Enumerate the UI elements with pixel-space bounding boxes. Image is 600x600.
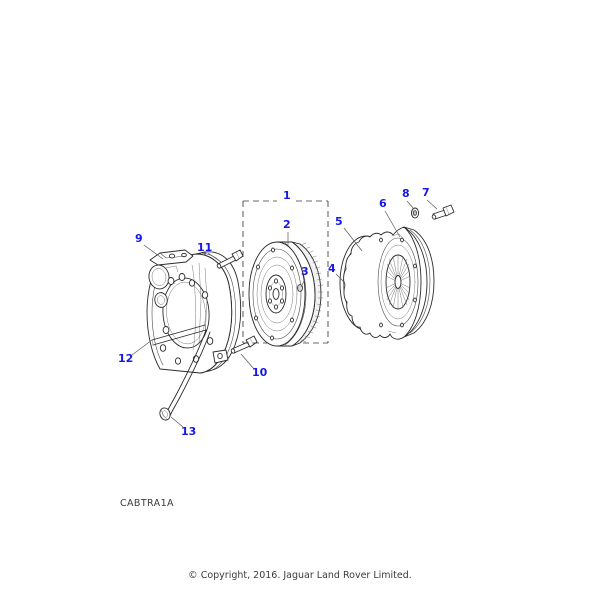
clutch-pressure-plate-cover-part [343,226,435,340]
callout-label-10[interactable]: 10 [252,366,268,379]
engine-back-plate-part [146,249,242,374]
leader-3 [300,278,306,288]
callout-label-13[interactable]: 13 [181,425,197,438]
sealing-grommet-part [159,329,211,421]
copyright-notice: © Copyright, 2016. Jaguar Land Rover Lim… [188,570,412,581]
leader-13 [170,416,184,428]
callout-label-12[interactable]: 12 [118,352,134,365]
leader-5 [343,227,363,252]
back-plate-bolt-lower-part [230,335,258,354]
callout-label-11[interactable]: 11 [197,241,213,254]
callout-label-3[interactable]: 3 [301,265,309,278]
callout-label-6[interactable]: 6 [379,197,387,210]
callout-label-7[interactable]: 7 [422,186,430,199]
diagram-code: CABTRA1A [120,498,174,509]
leader-9 [143,244,164,260]
callout-label-8[interactable]: 8 [402,187,410,200]
leader-4 [335,273,346,284]
back-plate-bolt-upper-part [216,249,244,269]
flywheel-part [248,241,324,347]
washer-part [410,207,420,219]
callout-label-2[interactable]: 2 [283,218,291,231]
callout-label-5[interactable]: 5 [335,215,343,228]
leader-11 [207,252,222,263]
pressure-plate-bolt-part [431,204,455,220]
leader-8 [406,200,415,210]
callout-label-9[interactable]: 9 [135,232,143,245]
leader-12 [131,339,153,356]
diaphragm-spring [385,254,411,310]
leader-6 [384,210,401,238]
callout-leader-lines [131,199,438,428]
callout-label-4[interactable]: 4 [328,262,336,275]
leader-10 [240,353,255,370]
callout-label-1[interactable]: 1 [283,189,291,202]
leader-7 [426,199,438,210]
locating-dowel-part [151,324,207,346]
